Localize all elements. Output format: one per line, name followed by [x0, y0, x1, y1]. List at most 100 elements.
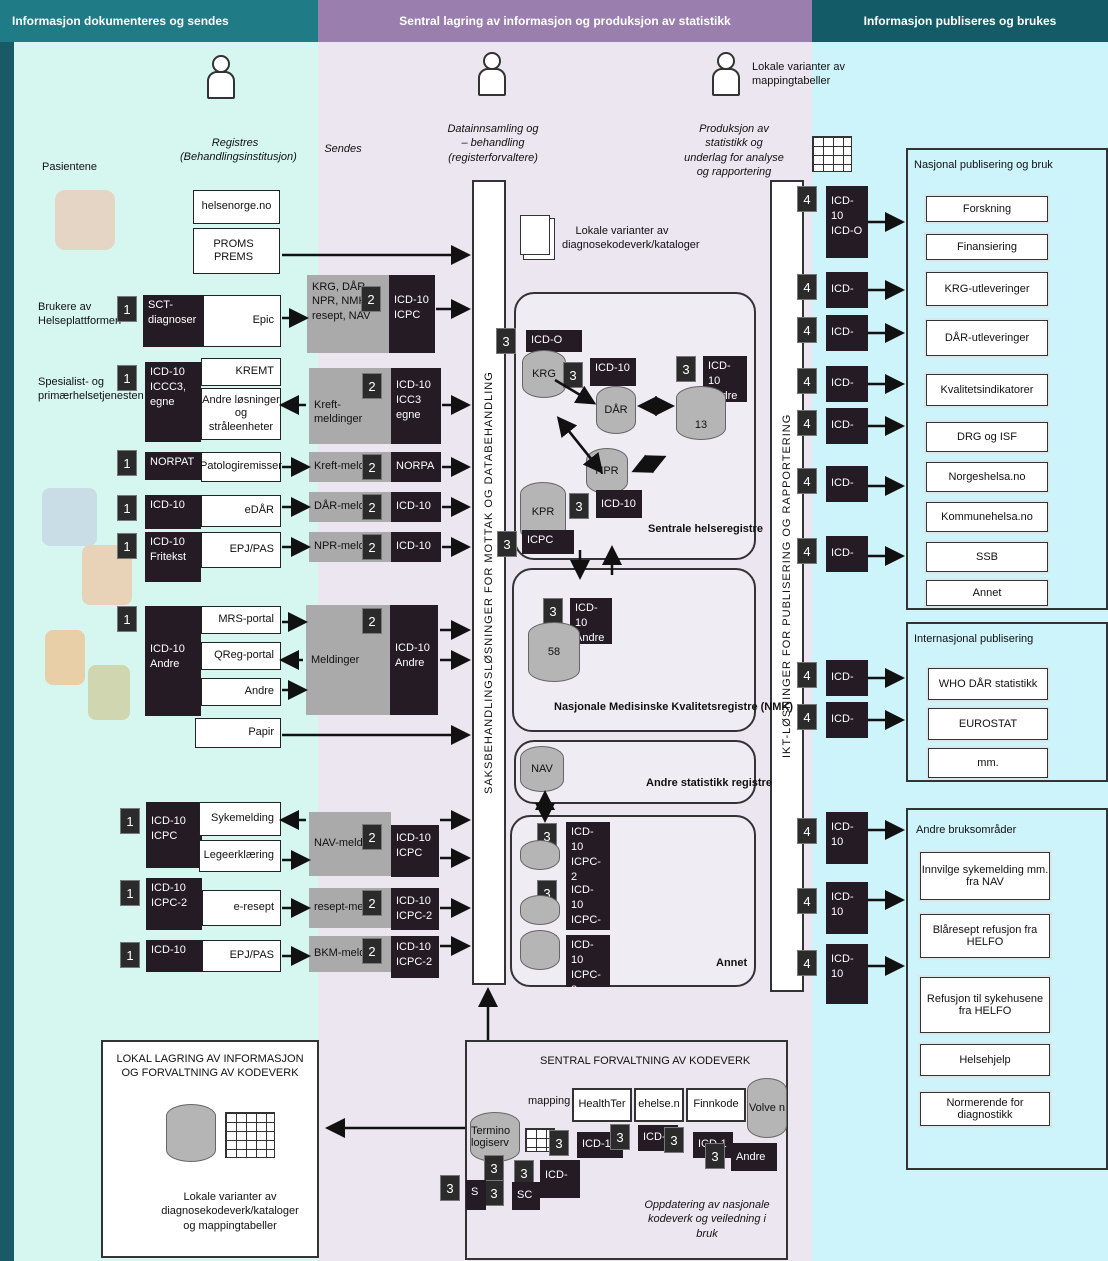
- step-badge: 1: [120, 880, 140, 906]
- step-badge: 4: [797, 704, 817, 730]
- step-badge: 1: [117, 495, 137, 521]
- step-badge: 3: [569, 493, 589, 519]
- step-badge: 1: [120, 942, 140, 968]
- doctor-illustration: [45, 630, 85, 685]
- lokal-mapping-grid-icon: [225, 1112, 275, 1158]
- oppdatering-label: Oppdatering av nasjonale kodeverk og vei…: [644, 1199, 770, 1240]
- step-badge: 3: [610, 1124, 630, 1150]
- internasjonal-item[interactable]: EUROSTAT: [926, 706, 1050, 742]
- nasjonal-item[interactable]: Norgeshelsa.no: [924, 460, 1050, 494]
- healthter-box[interactable]: HealthTer: [572, 1088, 632, 1122]
- lokale-mapping-label: Lokale varianter av mappingtabeller: [752, 61, 845, 88]
- step-badge: 3: [496, 328, 516, 354]
- annet-cyl-3: [520, 930, 560, 970]
- step-badge: 4: [797, 818, 817, 844]
- out-code-9: ICD-: [826, 702, 868, 738]
- icd-iccc-box: ICD-10 ICCC3, egne: [145, 362, 201, 442]
- step-badge: 4: [797, 368, 817, 394]
- kremt-box[interactable]: KREMT: [201, 358, 281, 386]
- legeerklaering-box[interactable]: Legeerklæring: [199, 840, 281, 872]
- nasjonal-title: Nasjonal publisering og bruk: [914, 159, 1053, 171]
- step-badge: 3: [664, 1127, 684, 1153]
- qreg-portal-box[interactable]: QReg-portal: [201, 642, 281, 670]
- andre-bruk-item[interactable]: Blåresept refusjon fra HELFO: [918, 912, 1052, 960]
- worker-illustration: [88, 665, 130, 720]
- epjpas2-box[interactable]: EPJ/PAS: [202, 940, 281, 972]
- header-middle: Sentral lagring av informasjon og produk…: [318, 0, 812, 42]
- nasjonal-item[interactable]: KRG-utleveringer: [924, 270, 1050, 308]
- proms-box[interactable]: PROMS PREMS: [193, 228, 280, 274]
- nasjonal-item[interactable]: Kommunehelsa.no: [924, 500, 1050, 534]
- kode-icd-4: ICD-: [540, 1160, 580, 1198]
- step-badge: 2: [362, 938, 382, 964]
- n13-register: 13: [676, 386, 726, 440]
- sct-diagnoser-box: SCT- diagnoser: [143, 295, 203, 347]
- norpa-message: NORPA: [391, 452, 441, 482]
- npr-register: NPR: [586, 448, 628, 494]
- andre-bruk-item[interactable]: Helsehjelp: [918, 1042, 1052, 1078]
- mrs-portal-box[interactable]: MRS-portal: [201, 606, 281, 634]
- andre-bruk-item[interactable]: Innvilge sykemelding mm. fra NAV: [918, 850, 1052, 902]
- icd-dar-message: ICD-10: [391, 492, 441, 522]
- lokal-database-icon: [166, 1104, 216, 1162]
- epjpas-box[interactable]: EPJ/PAS: [201, 532, 281, 568]
- volven-register: Volve n: [747, 1078, 787, 1138]
- icd10-fritekst-box: ICD-10 Fritekst: [145, 532, 201, 582]
- step-badge: 3: [484, 1155, 504, 1181]
- left-edge: [0, 0, 14, 1261]
- icc3-message: ICD-10 ICC3 egne: [391, 368, 441, 444]
- ehelse-box[interactable]: ehelse.n: [634, 1088, 684, 1122]
- header-left: Informasjon dokumenteres og sendes: [0, 0, 318, 42]
- lokale-bottom-label: Lokale varianter av diagnosekodeverk/kat…: [161, 1191, 299, 1232]
- andre-losninger-box[interactable]: Andre løsninger og stråleenheter: [201, 388, 281, 440]
- step-badge: 4: [797, 888, 817, 914]
- andre-bruk-item[interactable]: Normerende for diagnostikk: [918, 1090, 1052, 1128]
- step-badge: 3: [676, 356, 696, 382]
- spesialist-label: Spesialist- og primærhelsetjenesten: [38, 376, 144, 403]
- publisering-column: [770, 180, 804, 992]
- nasjonal-item[interactable]: Annet: [924, 578, 1050, 608]
- kode-sc: SC: [512, 1182, 540, 1210]
- step-badge: 2: [361, 286, 381, 312]
- mapping-table-icon: [812, 136, 852, 172]
- andre-stat-label: Andre statistikk registre: [646, 777, 772, 789]
- icd-icpc2-resept: ICD-10 ICPC-2: [391, 888, 439, 930]
- icd10-andre-box: ICD-10 Andre: [145, 606, 201, 716]
- datainnsamling-label: Datainnsamling og – behandling (register…: [447, 123, 539, 164]
- epic-box[interactable]: Epic: [203, 295, 281, 347]
- internasjonal-item[interactable]: WHO DÅR statistikk: [926, 666, 1050, 702]
- andre-bruk-item[interactable]: Refusjon til sykehusene fra HELFO: [918, 975, 1052, 1035]
- nav-register: NAV: [520, 746, 564, 792]
- step-badge: 3: [497, 531, 517, 557]
- icd-o-register: ICD-O: [526, 330, 582, 352]
- step-badge: 4: [797, 538, 817, 564]
- nasjonal-item[interactable]: Forskning: [924, 194, 1050, 224]
- header-right: Informasjon publiseres og brukes: [812, 0, 1108, 42]
- helsenorge-box[interactable]: helsenorge.no: [193, 190, 280, 224]
- step-badge: 4: [797, 468, 817, 494]
- nasjonal-item[interactable]: Kvalitetsindikatorer: [924, 372, 1050, 408]
- pasientene-label: Pasientene: [42, 161, 98, 173]
- sykemelding-box[interactable]: Sykemelding: [199, 802, 281, 836]
- step-badge: 2: [362, 534, 382, 560]
- nasjonal-item[interactable]: DRG og ISF: [924, 420, 1050, 454]
- norpat-box: NORPAT: [145, 452, 201, 480]
- patologiremisser-box[interactable]: Patologiremisser: [200, 452, 282, 482]
- nasjonal-item[interactable]: Finansiering: [924, 232, 1050, 262]
- papir-box[interactable]: Papir: [195, 718, 281, 748]
- edar-box[interactable]: eDÅR: [201, 495, 281, 527]
- hospital-bed-illustration: [42, 488, 97, 546]
- lokal-lagring-title: LOKAL LAGRING AV INFORMASJON OG FORVALTN…: [116, 1053, 304, 1080]
- nasjonal-item[interactable]: DÅR-utleveringer: [924, 318, 1050, 358]
- andre-box[interactable]: Andre: [201, 678, 281, 706]
- internasjonal-item[interactable]: mm.: [926, 746, 1050, 780]
- out-code-10: ICD-10: [826, 812, 868, 864]
- icd-npr-message: ICD-10: [391, 532, 441, 562]
- step-badge: 2: [362, 608, 382, 634]
- finnkode-box[interactable]: Finnkode: [686, 1088, 746, 1122]
- eresept-box[interactable]: e-resept: [202, 890, 281, 926]
- nasjonal-item[interactable]: SSB: [924, 540, 1050, 574]
- sentrale-label: Sentrale helseregistre: [648, 523, 763, 535]
- analyst-person-icon: [710, 52, 740, 96]
- annet-icd-1: ICD-10 ICPC-2: [566, 822, 610, 880]
